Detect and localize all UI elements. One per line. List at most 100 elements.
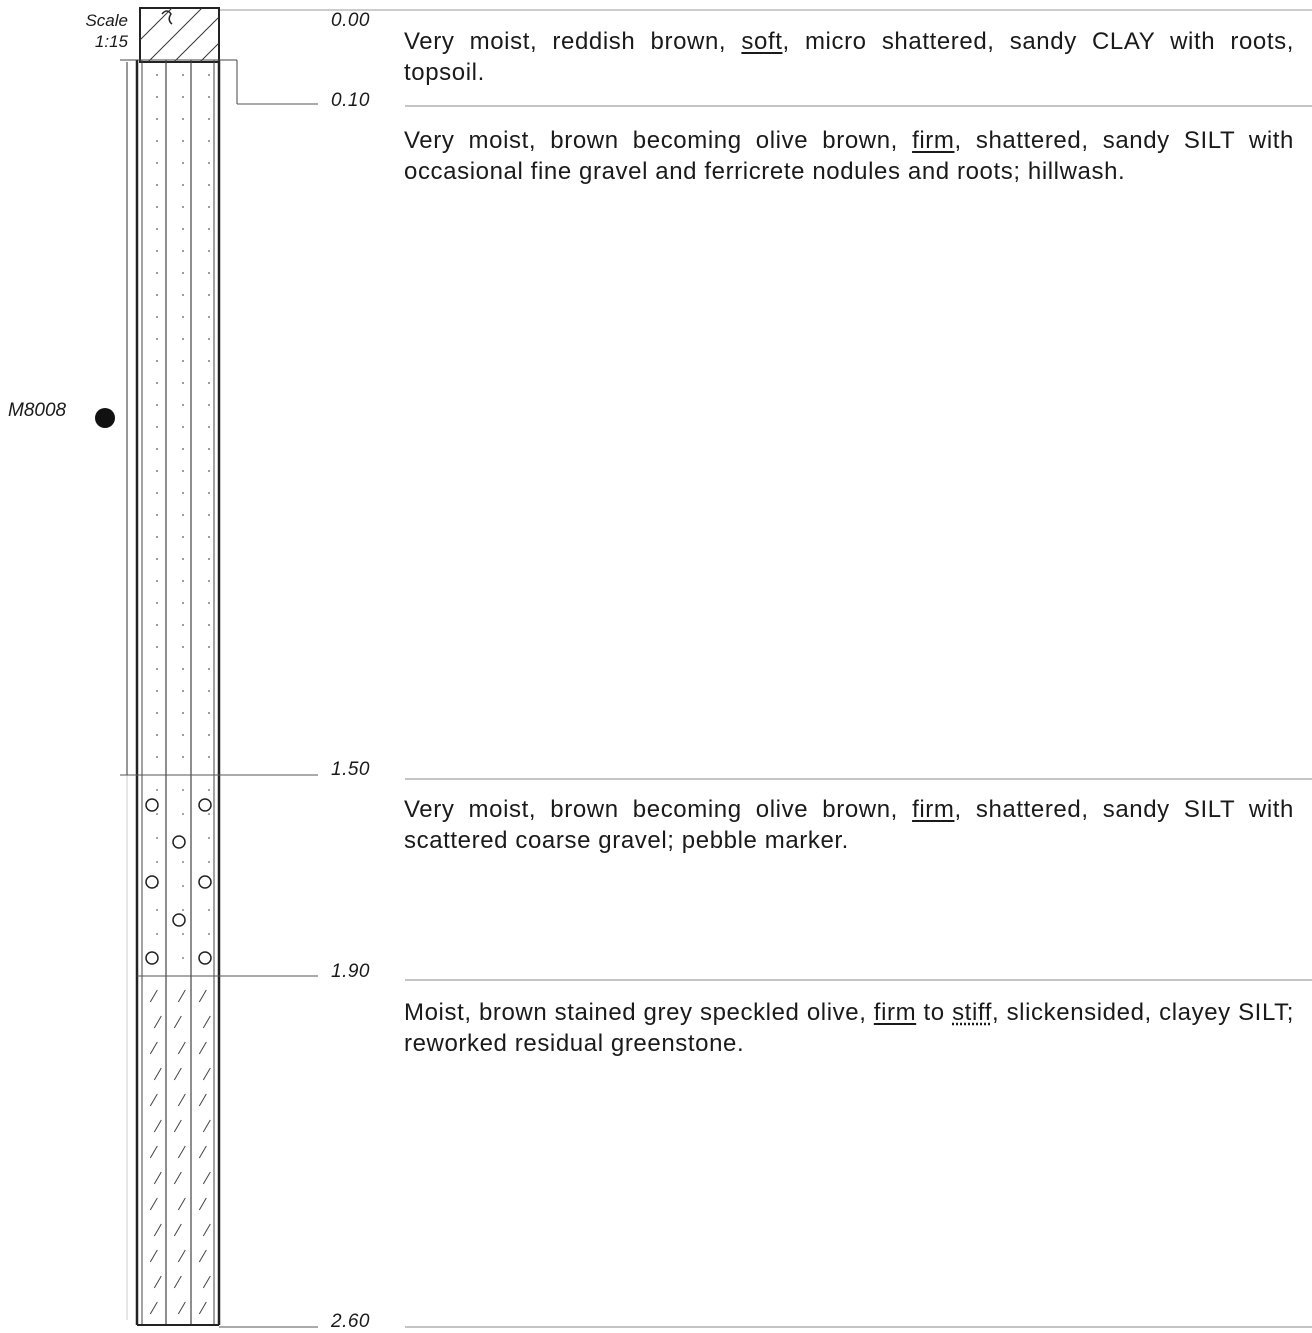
sand-dot (208, 448, 210, 450)
sand-dot (208, 580, 210, 582)
sand-dot (156, 118, 158, 120)
clay-slash (154, 1016, 161, 1028)
sand-dot (208, 228, 210, 230)
sand-dot (182, 96, 184, 98)
depth-label-1: 0.10 (331, 90, 370, 112)
clay-slash (150, 1094, 157, 1106)
sand-dot (156, 933, 158, 935)
sand-dot (182, 712, 184, 714)
sand-dot (182, 909, 184, 911)
sand-dot (208, 206, 210, 208)
sand-dot (208, 909, 210, 911)
sand-dot-pattern (156, 74, 210, 758)
layer-description-0: Very moist, reddish brown, soft, micro s… (404, 26, 1294, 88)
sand-dot (156, 909, 158, 911)
clay-slash (154, 1224, 161, 1236)
gravel-dot-pattern (156, 789, 210, 959)
sand-dot (208, 316, 210, 318)
sand-dot (182, 426, 184, 428)
sand-dot (156, 382, 158, 384)
sand-dot (182, 514, 184, 516)
clay-slash (199, 1094, 206, 1106)
sand-dot (182, 404, 184, 406)
sand-dot (182, 690, 184, 692)
layer-description-2: Very moist, brown becoming olive brown, … (404, 794, 1294, 856)
sand-dot (182, 558, 184, 560)
sand-dot (156, 448, 158, 450)
sand-dot (156, 96, 158, 98)
sand-dot (156, 470, 158, 472)
sand-dot (182, 382, 184, 384)
sand-dot (182, 624, 184, 626)
sand-dot (182, 338, 184, 340)
sand-dot (208, 558, 210, 560)
clay-slash (178, 1198, 185, 1210)
sand-dot (208, 272, 210, 274)
clay-slash (203, 1068, 210, 1080)
sand-dot (156, 668, 158, 670)
clay-slash (203, 1276, 210, 1288)
clay-slash (178, 1146, 185, 1158)
clay-slash (150, 1042, 157, 1054)
sand-dot (156, 250, 158, 252)
sand-dot (182, 861, 184, 863)
sand-dot (208, 712, 210, 714)
sand-dot (182, 316, 184, 318)
scale-box: Scale 1:15 (48, 10, 128, 52)
consistency-term: stiff (952, 999, 992, 1026)
sand-dot (208, 789, 210, 791)
clay-slash (199, 1198, 206, 1210)
sand-dot (182, 789, 184, 791)
consistency-term: firm (874, 999, 916, 1026)
sand-dot (182, 162, 184, 164)
sand-dot (208, 602, 210, 604)
gravel-circles (146, 799, 211, 964)
sand-dot (182, 118, 184, 120)
sand-dot (156, 813, 158, 815)
sand-dot (208, 250, 210, 252)
sand-dot (156, 426, 158, 428)
sand-dot (156, 338, 158, 340)
consistency-term: firm (912, 796, 954, 823)
clay-slash (203, 1120, 210, 1132)
sand-dot (156, 316, 158, 318)
clay-slash (150, 1198, 157, 1210)
sand-dot (208, 382, 210, 384)
sand-dot (156, 734, 158, 736)
sand-dot (182, 184, 184, 186)
sand-dot (156, 360, 158, 362)
sand-dot (208, 118, 210, 120)
sand-dot (156, 690, 158, 692)
sand-dot (208, 734, 210, 736)
clay-slash (203, 1016, 210, 1028)
clay-slash (150, 1250, 157, 1262)
sand-dot (208, 861, 210, 863)
sand-dot (208, 470, 210, 472)
clay-slash (174, 1276, 181, 1288)
clay-slash (199, 1146, 206, 1158)
sand-dot (182, 250, 184, 252)
layer-boundaries (120, 104, 1312, 1327)
sand-dot (156, 74, 158, 76)
clay-slash (178, 990, 185, 1002)
sand-dot (182, 957, 184, 959)
sand-dot (156, 712, 158, 714)
sand-dot (182, 668, 184, 670)
log-column (120, 60, 237, 1325)
clay-slash-pattern (150, 990, 210, 1314)
sand-dot (156, 837, 158, 839)
clay-slash (178, 1250, 185, 1262)
sand-dot (208, 74, 210, 76)
sand-dot (156, 646, 158, 648)
sand-dot (156, 404, 158, 406)
clay-slash (199, 1302, 206, 1314)
layer-description-1: Very moist, brown becoming olive brown, … (404, 125, 1294, 187)
sand-dot (208, 646, 210, 648)
sand-dot (156, 206, 158, 208)
sand-dot (182, 646, 184, 648)
scale-value: 1:15 (48, 31, 128, 52)
depth-label-3: 1.90 (331, 961, 370, 983)
clay-slash (154, 1068, 161, 1080)
depth-label-0: 0.00 (331, 10, 370, 32)
clay-slash (174, 1120, 181, 1132)
